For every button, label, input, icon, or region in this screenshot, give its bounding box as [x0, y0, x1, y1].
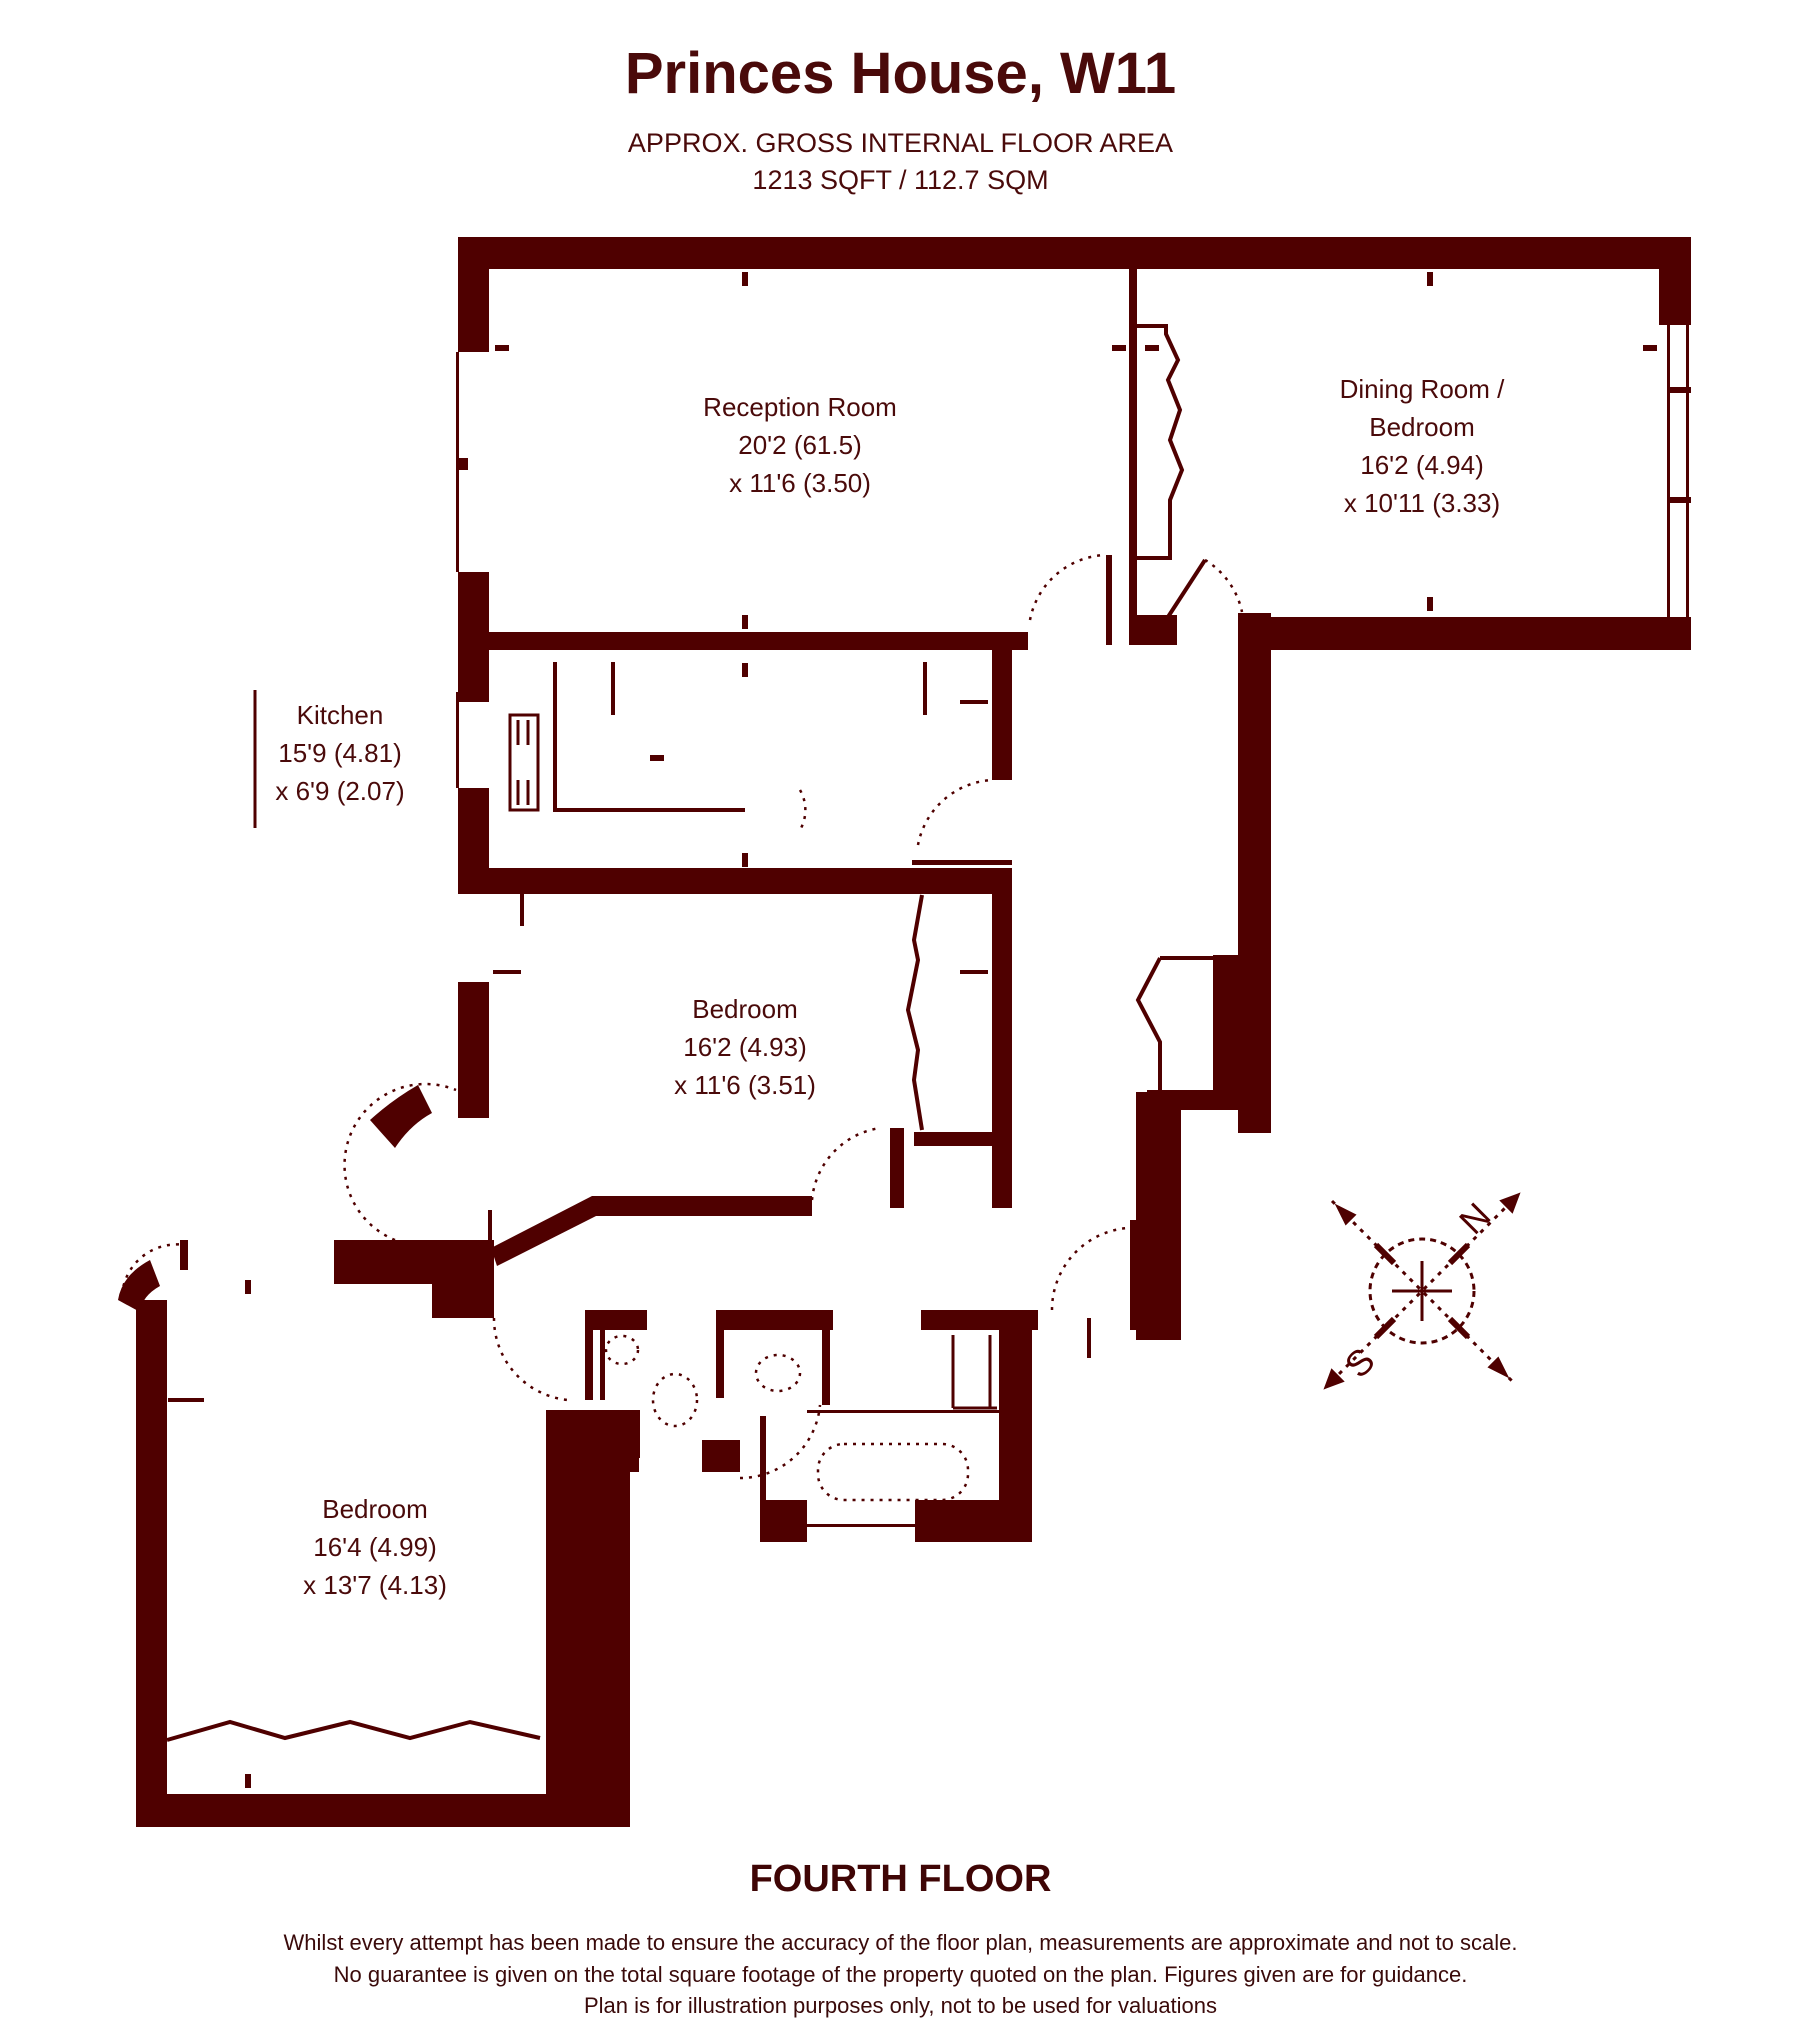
plan-title: Princes House, W11 — [624, 41, 1177, 106]
area-value: 1213 SQFT / 112.7 SQM — [752, 165, 1049, 195]
fixture-lines — [253, 690, 997, 1410]
room-dim-1: 15'9 (4.81) — [278, 738, 402, 768]
room-name: Reception Room — [703, 392, 897, 422]
room-dim-1: 16'2 (4.94) — [1360, 450, 1484, 480]
floor-label: FOURTH FLOOR — [749, 1858, 1052, 1900]
room-dim-2: x 6'9 (2.07) — [275, 776, 405, 806]
room-name: Dining Room / — [1339, 374, 1505, 404]
room-name: Kitchen — [296, 700, 384, 730]
walls — [136, 237, 1691, 1827]
disclaimer-line-3: Plan is for illustration purposes only, … — [583, 1993, 1218, 2018]
room-name-2: Bedroom — [1369, 412, 1475, 442]
disclaimer-line-1: Whilst every attempt has been made to en… — [283, 1930, 1518, 1955]
area-label: APPROX. GROSS INTERNAL FLOOR AREA — [627, 128, 1174, 158]
room-dim-2: x 11'6 (3.50) — [729, 468, 871, 498]
room-dim-2: x 11'6 (3.51) — [674, 1070, 816, 1100]
room-bedroom-2: Bedroom 16'4 (4.99) x 13'7 (4.13) — [240, 1490, 510, 1604]
room-kitchen: Kitchen 15'9 (4.81) x 6'9 (2.07) — [250, 696, 430, 810]
room-dim-2: x 13'7 (4.13) — [303, 1570, 447, 1600]
fixtures — [118, 1085, 432, 1312]
room-dining: Dining Room / Bedroom 16'2 (4.94) x 10'1… — [1282, 370, 1562, 522]
room-dim-1: 16'2 (4.93) — [683, 1032, 807, 1062]
svg-text:S: S — [1337, 1340, 1383, 1386]
room-name: Bedroom — [322, 1494, 428, 1524]
wardrobe-doors — [166, 324, 1213, 1742]
measure-ticks — [168, 272, 1657, 1788]
room-dim-1: 20'2 (61.5) — [738, 430, 862, 460]
room-dim-2: x 10'11 (3.33) — [1343, 488, 1501, 518]
room-dim-1: 16'4 (4.99) — [313, 1532, 437, 1562]
room-name: Bedroom — [692, 994, 798, 1024]
room-reception: Reception Room 20'2 (61.5) x 11'6 (3.50) — [640, 388, 960, 502]
disclaimer-line-2: No guarantee is given on the total squar… — [333, 1962, 1468, 1987]
room-bedroom-1: Bedroom 16'2 (4.93) x 11'6 (3.51) — [600, 990, 890, 1104]
svg-text:N: N — [1451, 1195, 1498, 1242]
compass-rose-icon: N S — [1323, 1192, 1521, 1390]
